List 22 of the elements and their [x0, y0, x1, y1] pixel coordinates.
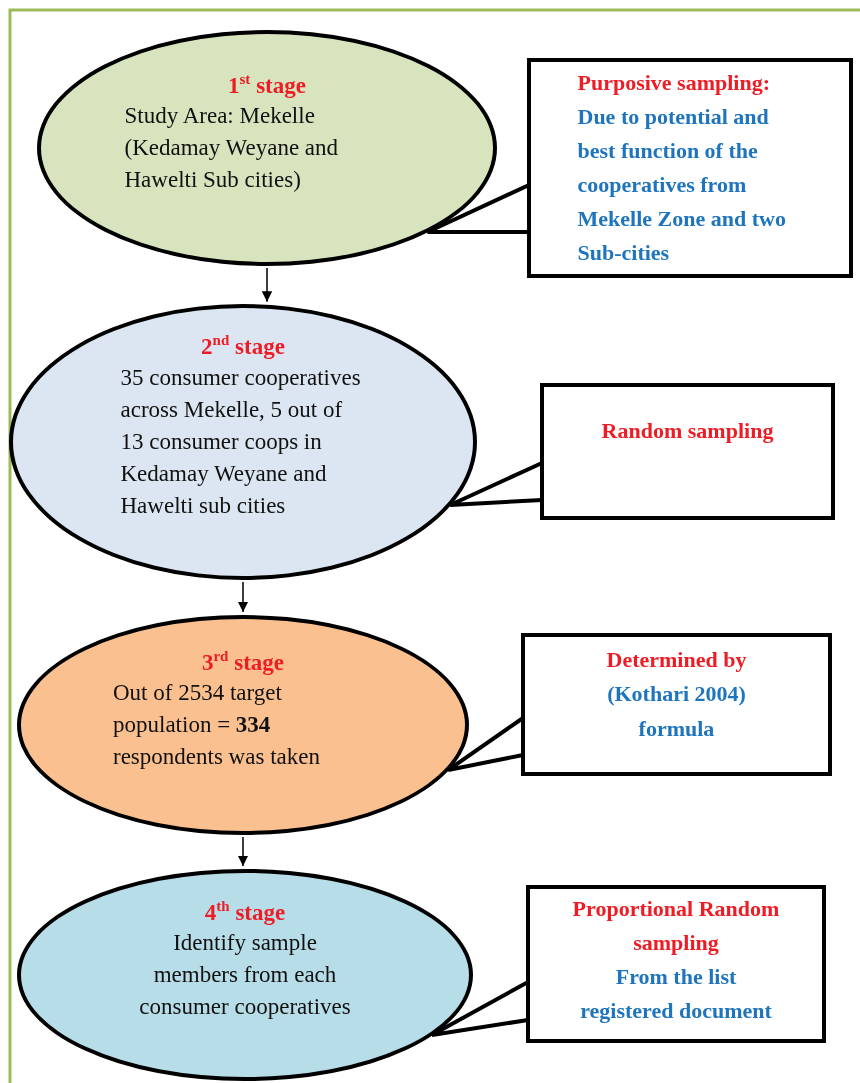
stage-description: 35 consumer cooperatives across Mekelle, 5 out of 13 consumer coops in Kedamay Weyane and Hawelti sub cities [120, 363, 362, 521]
stage-description: Out of 2534 target population = 334 respondents was taken [113, 678, 321, 772]
stage-description: Identify sample members from each consumer cooperatives [138, 928, 352, 1022]
stage-heading: 2$^{nd}$ stage [201, 331, 285, 361]
arrow [261, 267, 273, 303]
method-label: Determined by [605, 646, 748, 675]
stage-heading: 1$^{st}$ stage [228, 69, 306, 100]
callout-box [527, 58, 853, 278]
arrow [237, 581, 249, 613]
method-note: From the list registered document [579, 963, 773, 1026]
method-note: Due to potential and best function of the cooperatives from Mekelle Zone and two Sub-cities [577, 102, 787, 268]
callout-box [526, 885, 826, 1043]
method-label: Proportional Random sampling [571, 894, 781, 957]
stage-heading: 4$^{th}$ stage [204, 896, 286, 927]
method-label: Purposive sampling: [577, 68, 772, 97]
stage-description: Study Area: Mekelle (Kedamay Weyane and Hawelti Sub cities) [124, 101, 340, 195]
method-label: Random sampling [600, 417, 775, 446]
arrow [237, 836, 249, 867]
method-note: (Kothari 2004) formula [606, 680, 747, 743]
callout-box [540, 383, 835, 520]
callout-box [521, 633, 832, 776]
stage-heading: 3$^{rd}$ stage [201, 646, 285, 677]
